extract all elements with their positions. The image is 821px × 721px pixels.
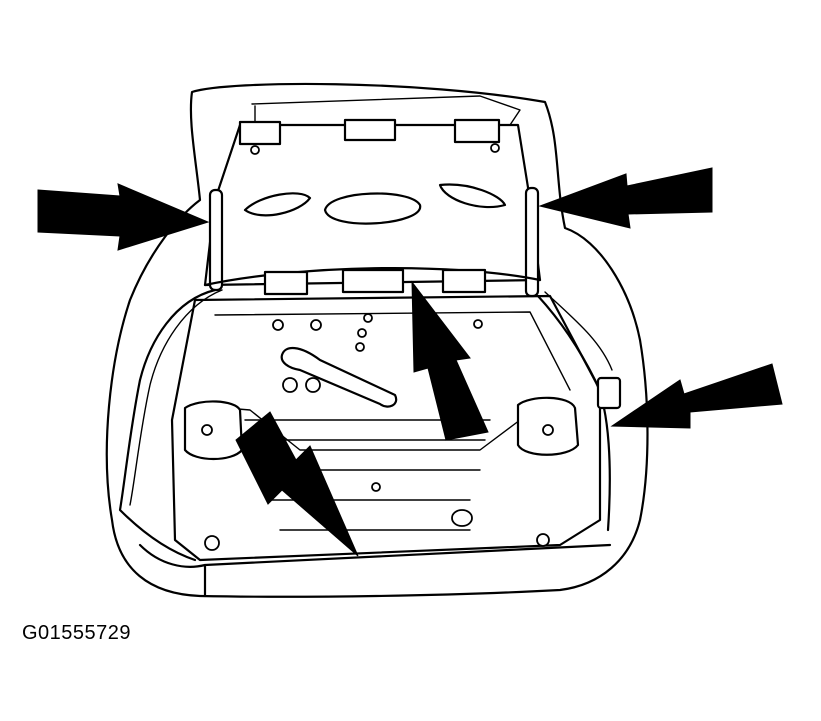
- top-tab-left: [238, 120, 282, 146]
- top-tab-right: [453, 118, 501, 144]
- upper-hole-right: [490, 143, 500, 153]
- lower-hole-right: [536, 533, 550, 547]
- corner-bracket-left: [183, 400, 244, 460]
- upper-slot-left: [243, 192, 312, 217]
- seat-hole-6: [282, 377, 298, 393]
- arrow-upper-right: [538, 167, 713, 229]
- figure-code-label: G01555729: [22, 622, 132, 644]
- wire-harness-right: [536, 294, 611, 532]
- top-tab-center: [343, 118, 397, 142]
- seat-hole-1: [272, 319, 284, 331]
- middle-crossbar: [203, 267, 542, 287]
- seat-hole-4: [357, 328, 367, 338]
- wire-harness-right-2: [544, 291, 613, 371]
- seat-hole-2: [310, 319, 322, 331]
- corner-bracket-left-hole: [201, 424, 213, 436]
- cushion-outer-cover: [105, 82, 649, 598]
- seat-hole-5: [355, 342, 365, 352]
- seat-pan-frame: [170, 294, 602, 562]
- lower-hole-left: [204, 535, 220, 551]
- arrow-lower-right: [610, 363, 783, 429]
- upper-slot-right: [438, 183, 507, 209]
- seat-hole-10: [451, 509, 473, 527]
- seat-pan-inner: [189, 311, 571, 451]
- mid-tab-right: [441, 268, 487, 294]
- mid-tab-left: [263, 270, 309, 296]
- seat-hole-7: [305, 377, 321, 393]
- arrow-lower-center: [235, 411, 359, 557]
- arrow-center-up: [411, 280, 489, 441]
- cushion-bottom-lip: [138, 543, 612, 598]
- side-rod-left: [208, 188, 224, 292]
- seat-pan-ribs: [244, 419, 491, 531]
- wire-harness-left: [118, 288, 217, 562]
- arrow-upper-left: [37, 183, 210, 251]
- seat-hole-9: [371, 482, 381, 492]
- seat-hole-3: [363, 313, 373, 323]
- wire-harness-left-2: [129, 289, 223, 506]
- mid-tab-center: [341, 268, 405, 294]
- seat-slot-bar: [280, 347, 398, 408]
- upper-hole-left: [250, 145, 260, 155]
- upper-slot-center: [323, 192, 422, 225]
- wire-connector-right: [596, 376, 622, 410]
- corner-bracket-right-hole: [542, 424, 554, 436]
- seat-hole-8: [473, 319, 483, 329]
